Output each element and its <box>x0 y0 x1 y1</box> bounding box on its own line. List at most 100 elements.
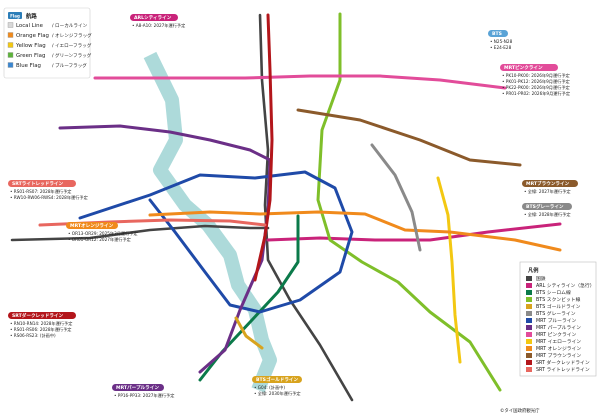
callout-note: • E24-E28 <box>490 45 512 50</box>
line-legend-label: BTS スクンビット線 <box>536 296 581 303</box>
line-legend-label: MRT イエローライン <box>536 339 581 345</box>
line-legend-label: MRT ブルーライン <box>536 317 577 324</box>
callout-note: • PP16-PP33: 2027年運行予定 <box>114 392 174 399</box>
map-footer: ©タイ国政府観光庁 <box>500 407 540 414</box>
line-legend-swatch <box>526 367 532 372</box>
boat-flag-name: Blue Flag <box>16 63 41 69</box>
boat-flag-name: Yellow Flag <box>15 43 46 49</box>
callout-title: MRTオレンジライン <box>70 222 114 229</box>
callout-note: • PK10-PK00: 2026年9月運行予定 <box>502 72 570 79</box>
boat-flag-swatch <box>7 42 14 48</box>
callout-gold-bottom: BTSゴールドライン• G04: (計画中)• 全線: 2030年運行予定 <box>252 376 302 397</box>
callout-title-bg <box>252 376 302 383</box>
callout-title: MRTピンクライン <box>504 64 543 71</box>
callout-note: • RW10-RW06-RWS4: 2028年運行予定 <box>10 194 88 201</box>
line-legend-label: BTS ゴールドライン <box>536 303 581 310</box>
callout-title-bg <box>8 312 76 319</box>
route-bts-gold <box>234 316 264 350</box>
callout-title-bg <box>522 203 572 210</box>
callout-note: • N25-N28 <box>490 39 513 44</box>
callout-title: MRTブラウンライン <box>526 180 570 187</box>
line-legend-label: BTS グレーライン <box>536 310 576 317</box>
boat-flag-jp: / オレンジフラッグ <box>52 32 92 39</box>
boat-flag-name: Green Flag <box>16 53 45 59</box>
line-legend-swatch <box>526 339 532 344</box>
route-arl <box>266 222 562 242</box>
callout-bts-top-right: BTS • N25-N28• E24-E28 <box>488 30 513 50</box>
line-legend-swatch <box>526 311 532 316</box>
line-legend-box <box>519 261 597 377</box>
line-legend-swatch <box>526 304 532 309</box>
route-national-rail-west <box>10 224 270 242</box>
line-legend-swatch <box>526 318 532 323</box>
callout-title: BTSグレーライン <box>526 203 564 210</box>
boat-flag-name: Local Line <box>16 23 44 29</box>
callout-gray-right: BTSグレーライン• 全線: 2028年運行予定 <box>522 203 572 218</box>
callout-orange-left: MRTオレンジライン• OR13-OR29: 2025年3月運行予定• OR01… <box>66 222 138 243</box>
boat-flag-jp: / ローカルライン <box>52 23 88 29</box>
line-legend-label: MRT ピンクライン <box>536 332 577 338</box>
callout-arl-top: ARLシティライン• A8-A10: 2027年運行予定 <box>130 14 185 29</box>
callout-note: • OR01-OR12: 2027年運行予定 <box>68 236 131 243</box>
line-legend-label: 国鉄 <box>536 275 546 282</box>
boat-flag-jp: / ブルーフラッグ <box>52 62 87 69</box>
callout-title: ARLシティライン <box>134 15 172 21</box>
callout-note: • RS01-RS06: 2028年運行予定 <box>10 326 71 333</box>
boat-flag-swatch <box>7 62 14 68</box>
callout-title-bg <box>112 384 164 391</box>
boat-flag-swatch <box>7 52 14 58</box>
callout-title-bg <box>66 222 118 229</box>
boat-legend-badge-text: Flag <box>10 14 20 19</box>
line-legend-swatch <box>526 325 532 330</box>
callout-darkred-left: SRTダークレッドライン• RN10-RN14: 2028年運行予定• RS01… <box>8 312 76 339</box>
line-legend-label: BTS シーロム線 <box>536 289 571 296</box>
callout-note: • 全線: 2030年運行予定 <box>254 390 301 397</box>
line-legend-label: MRT パープルライン <box>536 325 581 331</box>
callout-note: • PK22-PK00: 2026年9月運行予定 <box>502 84 570 91</box>
route-mrt-pink <box>93 74 507 90</box>
callout-note: • PK01-PK12: 2026年9月運行予定 <box>502 78 570 85</box>
callout-purple-bottom: MRTパープルライン• PP16-PP33: 2027年運行予定 <box>112 384 174 399</box>
boat-flag-jp: / イエローフラッグ <box>52 42 92 49</box>
line-legend-label: SRT ライトレッドライン <box>536 367 590 373</box>
callout-title-bg <box>500 64 558 71</box>
line-legend-swatch <box>526 360 532 365</box>
route-national-rail <box>258 13 354 402</box>
callout-title-bg <box>488 30 508 37</box>
line-legend-heading: 凡例 <box>528 266 538 274</box>
callout-srt-left: SRTライトレッドライン• RS01-RS07: 2028年運行予定• RW10… <box>8 180 88 201</box>
callout-note: • RS06-RS23: (計画中) <box>10 332 56 339</box>
line-callouts: ARLシティライン• A8-A10: 2027年運行予定 BTS • N25-N28… <box>8 14 578 399</box>
route-mrt-blue <box>78 170 354 314</box>
callout-note: • 全線: 2027年運行予定 <box>524 188 571 195</box>
line-legend-swatch <box>526 276 532 281</box>
callout-title: SRTダークレッドライン <box>12 312 64 319</box>
line-legend-swatch <box>526 290 532 295</box>
line-legend-label: MRT オレンジライン <box>536 346 581 352</box>
line-legend-swatch <box>526 353 532 358</box>
callout-note: • 全線: 2028年運行予定 <box>524 211 571 218</box>
boat-flag-swatch <box>7 32 14 38</box>
callout-note: • RS01-RS07: 2028年運行予定 <box>10 188 71 195</box>
line-legend-label: ARL シティライン（急行） <box>536 282 595 289</box>
line-legend-swatch <box>526 332 532 337</box>
callout-note: • PR01-PR02: 2026年9月運行予定 <box>502 90 570 97</box>
callout-note: • A8-A10: 2027年運行予定 <box>132 22 185 29</box>
callout-title-bg <box>522 180 578 187</box>
callout-note: • G04: (計画中) <box>254 384 285 391</box>
callout-title-bg <box>130 14 178 21</box>
line-legend-swatch <box>526 346 532 351</box>
route-mrt-brown <box>296 108 522 167</box>
callout-title: BTS <box>492 31 502 37</box>
callout-title: SRTライトレッドライン <box>12 181 64 187</box>
boat-legend-box <box>3 7 91 79</box>
route-mrt-orange <box>148 210 562 252</box>
boat-flag-swatch <box>7 22 14 28</box>
boat-legend-badge <box>8 12 22 19</box>
callout-title: BTSゴールドライン <box>256 376 299 383</box>
